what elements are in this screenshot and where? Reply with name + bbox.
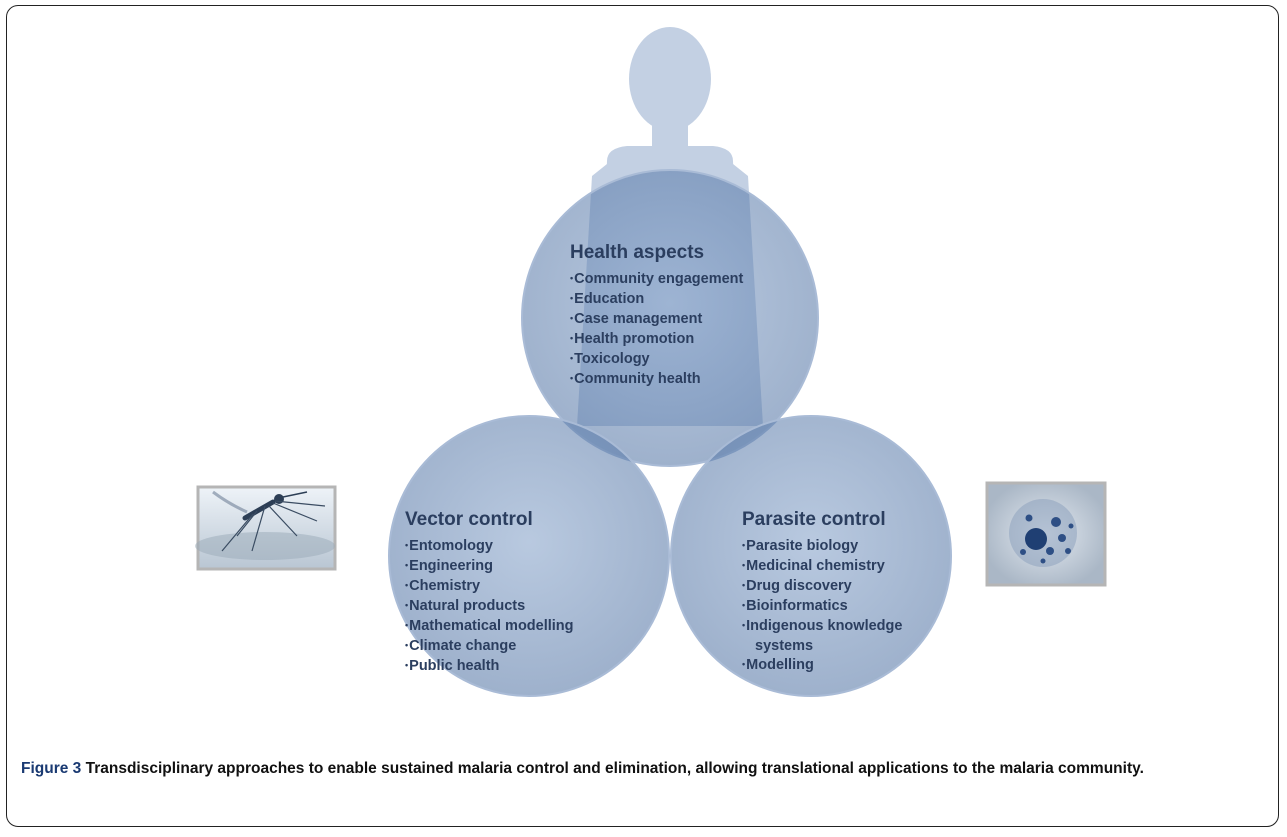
list-item: Toxicology <box>570 350 743 370</box>
figure-caption-text: Transdisciplinary approaches to enable s… <box>85 760 1144 777</box>
list-item: Entomology <box>405 537 574 557</box>
vector-control-group: Vector control Entomology Engineering Ch… <box>405 509 574 677</box>
list-item: Indigenous knowledge systems <box>742 617 942 656</box>
list-item: Chemistry <box>405 577 574 597</box>
list-item: Modelling <box>742 656 942 676</box>
figure-frame: Health aspects Community engagement Educ… <box>6 5 1279 827</box>
vector-control-title: Vector control <box>405 509 533 530</box>
health-aspects-group: Health aspects Community engagement Educ… <box>570 242 743 390</box>
list-item: Public health <box>405 657 574 677</box>
figure-caption: Figure 3 Transdisciplinary approaches to… <box>21 758 1266 780</box>
list-item: Bioinformatics <box>742 597 942 617</box>
parasite-cell-icon <box>985 481 1107 587</box>
list-item: Parasite biology <box>742 537 942 557</box>
list-item: Drug discovery <box>742 577 942 597</box>
health-aspects-title: Health aspects <box>570 242 705 263</box>
list-item: Medicinal chemistry <box>742 557 942 577</box>
list-item: Engineering <box>405 557 574 577</box>
list-item: Community health <box>570 370 743 390</box>
list-item: Case management <box>570 310 743 330</box>
parasite-control-group: Parasite control Parasite biology Medici… <box>742 509 942 676</box>
list-item: Mathematical modelling <box>405 617 573 637</box>
figure-label: Figure 3 <box>21 760 82 777</box>
list-item: Natural products <box>405 597 574 617</box>
list-item: Climate change <box>405 637 574 657</box>
mosquito-icon <box>195 485 337 571</box>
parasite-control-title: Parasite control <box>742 509 886 530</box>
list-item: Health promotion <box>570 330 743 350</box>
list-item: Education <box>570 290 743 310</box>
list-item: Community engagement <box>570 270 743 290</box>
